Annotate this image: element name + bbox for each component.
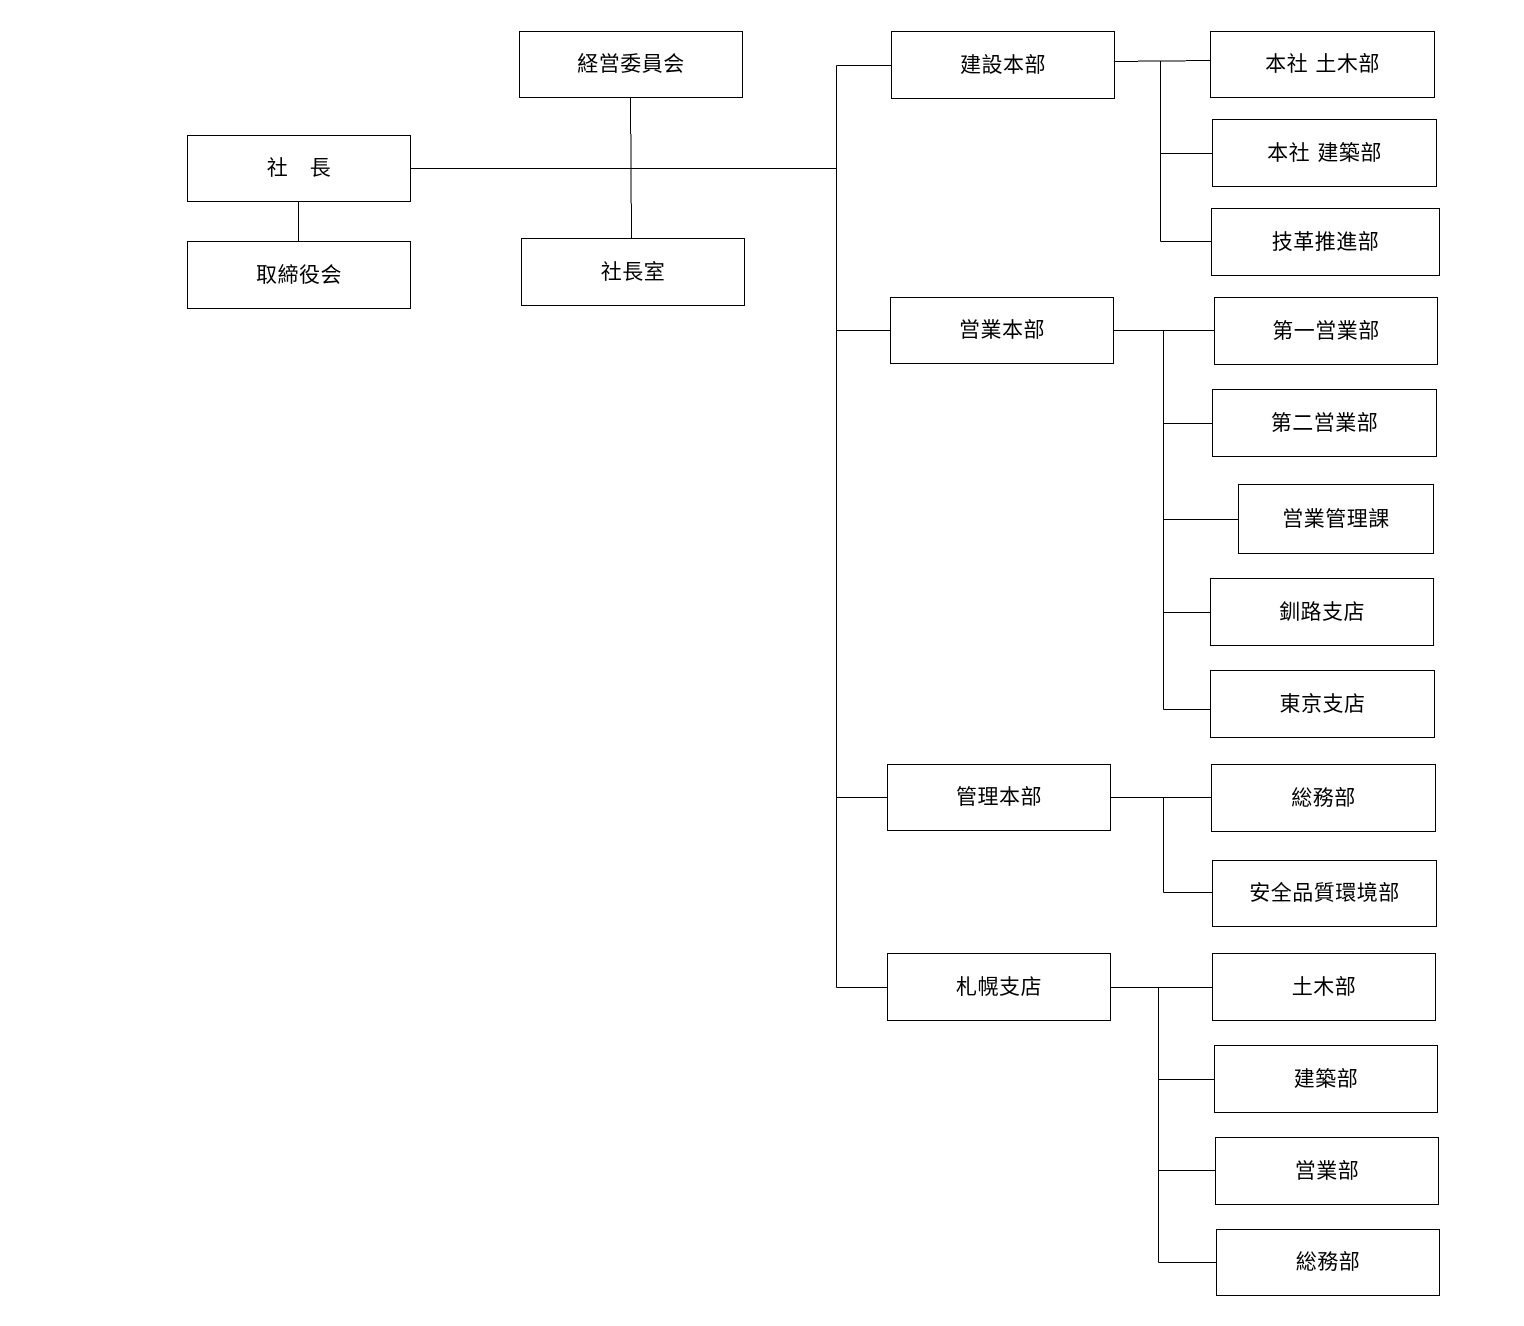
construction-hq-label: 建設本部 [960, 52, 1046, 77]
construction-dept-label: 本社 建築部 [1267, 140, 1382, 165]
sapporo-dept-box: 総務部 [1216, 1229, 1440, 1296]
admin-dept-label: 安全品質環境部 [1249, 881, 1400, 905]
sales-dept-label: 第一営業部 [1272, 318, 1380, 343]
sapporo-branch-label: 札幌支店 [956, 974, 1042, 999]
sales-dept-label: 営業管理課 [1282, 506, 1390, 531]
sales-dept-label: 第二営業部 [1270, 410, 1379, 435]
sales-dept-box: 営業管理課 [1238, 484, 1434, 554]
board-of-directors-box: 取締役会 [187, 241, 411, 309]
president-label: 社 長 [266, 156, 332, 180]
sapporo-dept-label: 土木部 [1291, 974, 1357, 999]
sales-dept-label: 東京支店 [1279, 691, 1366, 716]
sapporo-branch-box: 札幌支店 [887, 953, 1111, 1021]
sapporo-dept-label: 営業部 [1294, 1158, 1360, 1183]
admin-dept-label: 総務部 [1291, 785, 1356, 810]
president-office-label: 社長室 [600, 259, 666, 284]
sales-dept-box: 第一営業部 [1214, 297, 1438, 365]
sapporo-dept-box: 土木部 [1212, 953, 1436, 1021]
sales-dept-label: 釧路支店 [1279, 599, 1365, 624]
sales-dept-box: 東京支店 [1210, 670, 1435, 738]
admin-hq-label: 管理本部 [956, 785, 1042, 809]
construction-dept-box: 本社 建築部 [1212, 119, 1437, 187]
construction-dept-label: 技革推進部 [1271, 229, 1380, 254]
construction-dept-label: 本社 土木部 [1265, 52, 1380, 76]
president-box: 社 長 [187, 135, 411, 202]
sales-hq-label: 営業本部 [959, 318, 1045, 342]
sapporo-dept-label: 総務部 [1295, 1250, 1361, 1274]
sapporo-dept-label: 建築部 [1293, 1066, 1359, 1091]
admin-dept-box: 安全品質環境部 [1212, 860, 1437, 927]
management-committee-box: 経営委員会 [519, 31, 743, 98]
admin-hq-box: 管理本部 [887, 764, 1111, 831]
construction-dept-box: 技革推進部 [1211, 208, 1440, 276]
board-of-directors-label: 取締役会 [256, 262, 342, 287]
sales-dept-box: 釧路支店 [1210, 578, 1434, 646]
management-committee-label: 経営委員会 [577, 52, 685, 76]
sales-dept-box: 第二営業部 [1212, 389, 1437, 457]
construction-hq-box: 建設本部 [891, 31, 1115, 99]
sapporo-dept-box: 営業部 [1215, 1137, 1439, 1205]
president-office-box: 社長室 [521, 238, 745, 306]
construction-dept-box: 本社 土木部 [1210, 31, 1435, 98]
sales-hq-box: 営業本部 [890, 297, 1114, 364]
admin-dept-box: 総務部 [1211, 764, 1436, 832]
sapporo-dept-box: 建築部 [1214, 1045, 1438, 1113]
